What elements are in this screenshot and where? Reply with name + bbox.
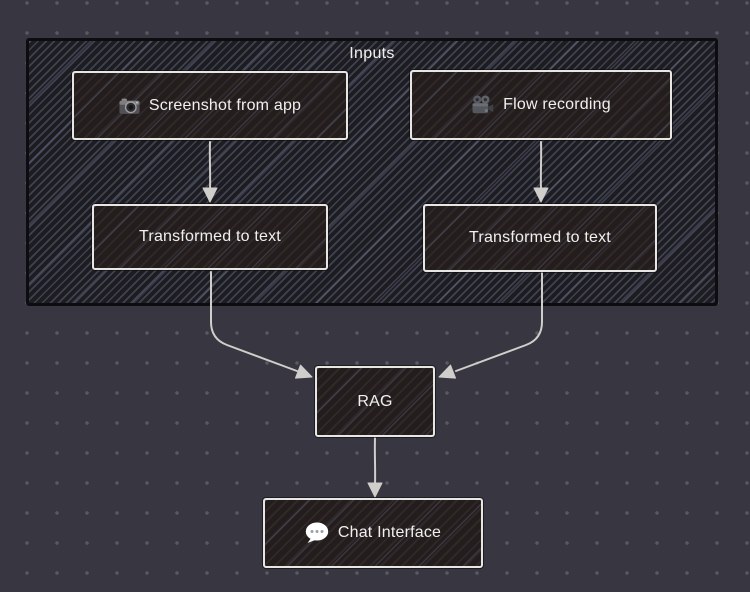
movie-camera-icon [471, 95, 494, 115]
node-label: RAG [357, 392, 393, 410]
node-rag[interactable]: RAG [315, 366, 435, 437]
inputs-group-label: Inputs [349, 45, 395, 62]
node-transformed-to-text-right[interactable]: Transformed to text [423, 204, 657, 272]
node-label: Transformed to text [139, 228, 281, 245]
speech-balloon-icon [305, 522, 329, 544]
node-chat-interface[interactable]: Chat Interface [263, 498, 483, 568]
node-flow-recording[interactable]: Flow recording [410, 70, 672, 140]
node-label: Transformed to text [469, 229, 611, 246]
camera-icon [119, 97, 140, 115]
node-label: Flow recording [503, 96, 611, 113]
node-transformed-to-text-left[interactable]: Transformed to text [92, 204, 328, 270]
node-screenshot-from-app[interactable]: Screenshot from app [72, 71, 348, 140]
node-label: Screenshot from app [148, 96, 302, 114]
edge-rag-to-chat[interactable] [367, 437, 383, 498]
node-label: Chat Interface [337, 524, 442, 541]
